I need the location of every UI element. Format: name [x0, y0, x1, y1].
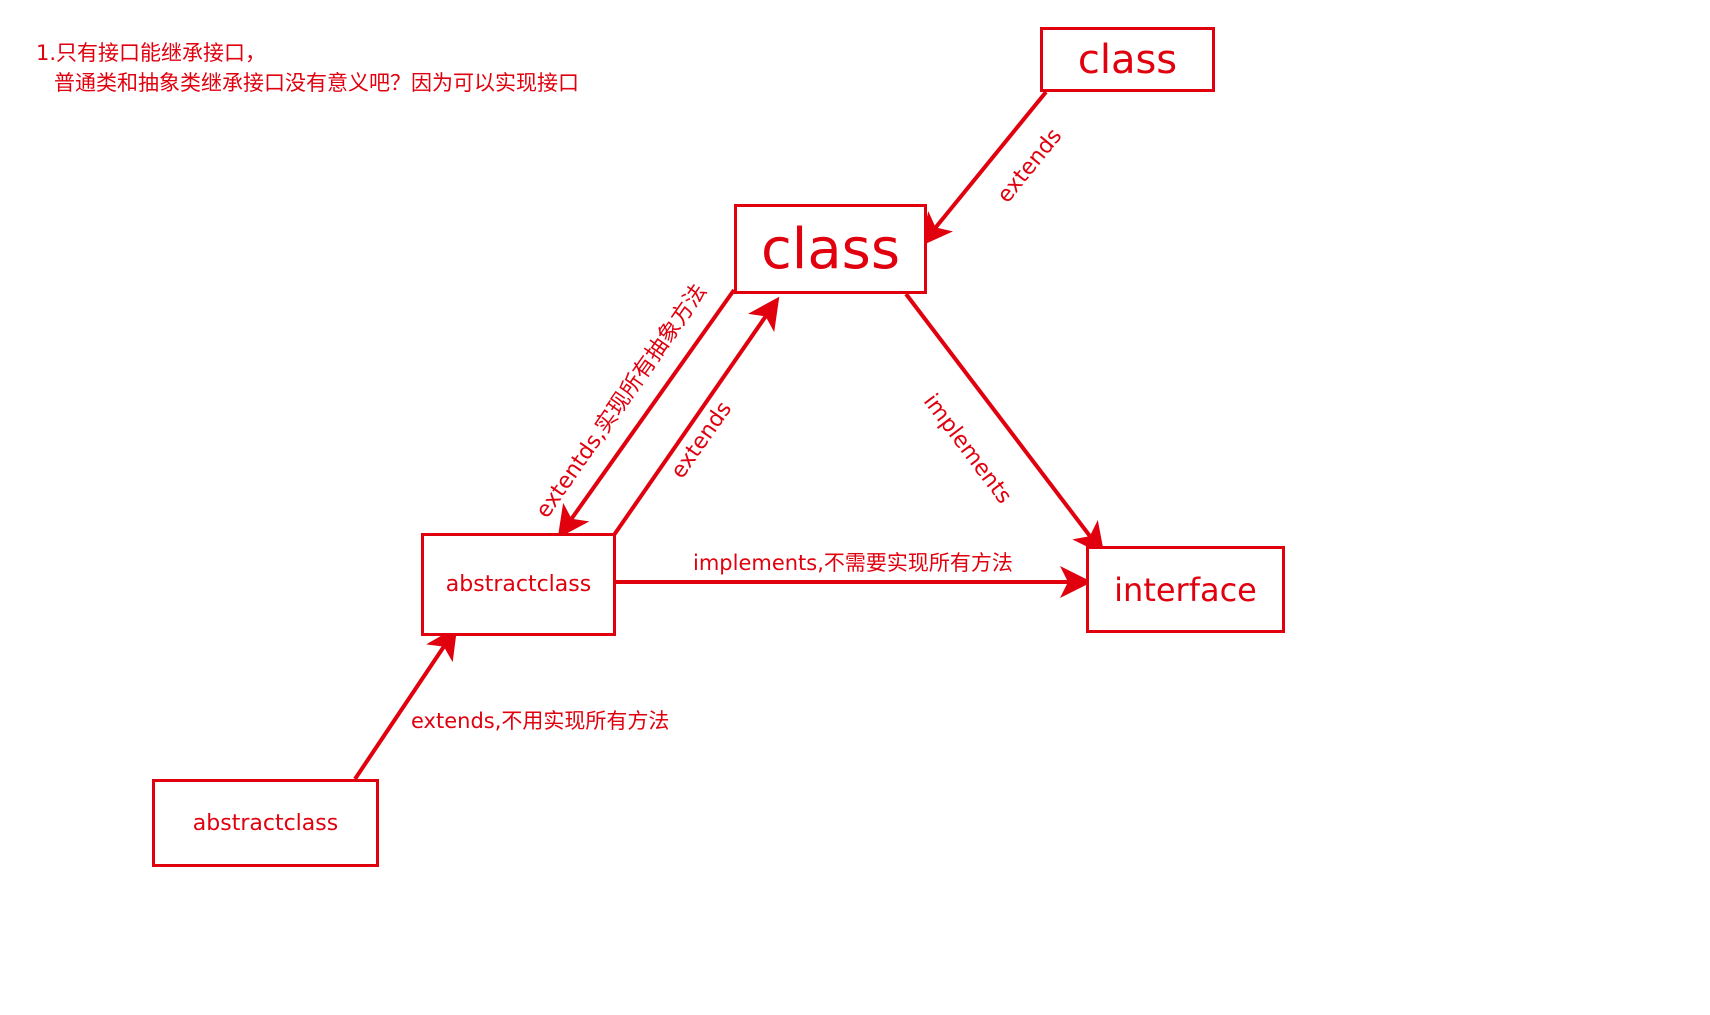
interface-box-label: interface [1114, 570, 1257, 609]
class-box-top-label: class [1077, 36, 1178, 83]
arrow-center-to-abstract [557, 288, 736, 539]
class-box-top: class [1040, 27, 1215, 92]
arrow-abstract-bottom-to-mid [353, 626, 458, 781]
abstractclass-box-bottom-label: abstractclass [192, 810, 339, 836]
note-line-1: 1.只有接口能继承接口， [36, 41, 267, 65]
abstractclass-box-middle: abstractclass [421, 533, 616, 636]
interface-box: interface [1086, 546, 1285, 633]
arrow-abstract-to-center [612, 296, 780, 537]
label-abstract-to-interface: implements,不需要实现所有方法 [693, 551, 1013, 575]
class-box-center-label: class [760, 216, 900, 282]
label-abstract-bottom-to-mid: extends,不用实现所有方法 [411, 709, 669, 733]
arrow-class-top-to-center [920, 90, 1048, 247]
abstractclass-box-bottom: abstractclass [152, 779, 379, 867]
label-class-top-to-center: extends [993, 124, 1068, 208]
class-box-center: class [734, 204, 927, 294]
label-center-to-interface: implements [918, 390, 1016, 509]
arrow-center-to-interface [904, 292, 1105, 556]
abstractclass-box-middle-label: abstractclass [445, 572, 592, 597]
note-line-2: 普通类和抽象类继承接口没有意义吧？因为可以实现接口 [54, 71, 579, 95]
label-center-to-abstract: extentds,实现所有抽象方法 [531, 280, 712, 523]
note-text: 1.只有接口能继承接口， 普通类和抽象类继承接口没有意义吧？因为可以实现接口 [36, 38, 579, 98]
